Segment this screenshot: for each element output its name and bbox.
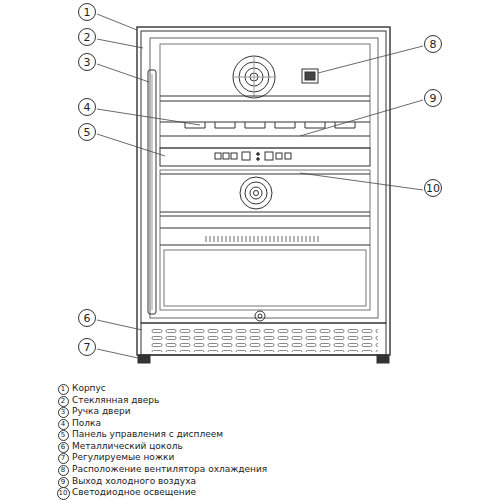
callout-number: 9 [430, 93, 437, 104]
legend-number-circle: 10 [57, 487, 70, 500]
callout-circle: 3 [78, 53, 96, 71]
part-name: Регулируемые ножки [72, 452, 174, 463]
callout-circle: 9 [424, 89, 442, 107]
callout-number: 3 [84, 57, 91, 68]
callout-circle: 5 [78, 123, 96, 141]
legend-number-circle: 2 [58, 396, 69, 407]
callout-number: 7 [84, 342, 91, 353]
part-name: Ручка двери [72, 406, 131, 417]
part-name: Панель управления с дисплеем [72, 429, 223, 440]
legend-number-circle: 4 [58, 419, 69, 430]
part-name: Полка [72, 418, 101, 429]
part-name: Расположение вентилятора охлаждения [72, 464, 267, 475]
callout-number: 2 [84, 32, 91, 43]
callout-number: 6 [84, 313, 91, 324]
callout-number: 2 [61, 398, 65, 405]
callout-circle: 8 [424, 35, 442, 53]
callout-number: 4 [61, 421, 65, 428]
callout-number: 4 [84, 102, 91, 113]
callout-number: 1 [61, 386, 65, 393]
callout-number: 3 [61, 409, 65, 416]
callout-number: 1 [84, 7, 91, 18]
callout-circle: 7 [78, 338, 96, 356]
callout-number: 10 [59, 490, 68, 497]
callout-circle: 6 [78, 309, 96, 327]
legend-number-circle: 5 [58, 430, 69, 441]
legend-number-circle: 7 [58, 453, 69, 464]
legend-number-circle: 3 [58, 407, 69, 418]
callout-circle: 2 [78, 28, 96, 46]
legend-number-circle: 1 [58, 384, 69, 395]
part-name: Светодиодное освещение [72, 487, 196, 498]
callout-number: 5 [61, 432, 65, 439]
part-name: Корпус [72, 383, 106, 394]
part-name: Выход холодного воздуха [72, 476, 196, 487]
callout-number: 8 [61, 467, 65, 474]
callout-circle: 10 [424, 179, 442, 197]
callout-number: 9 [61, 479, 65, 486]
part-name: Металлический цоколь [72, 441, 183, 452]
legend-number-circle: 6 [58, 442, 69, 453]
callout-number: 8 [430, 39, 437, 50]
callout-circle: 1 [78, 3, 96, 21]
legend-number-circle: 8 [58, 465, 69, 476]
callout-number: 10 [426, 183, 440, 194]
callout-number: 5 [84, 127, 91, 138]
callout-number: 7 [61, 455, 65, 462]
legend-number-circle: 9 [58, 477, 69, 488]
callout-circle: 4 [78, 98, 96, 116]
part-name: Стеклянная дверь [72, 395, 159, 406]
callout-number: 6 [61, 444, 65, 451]
